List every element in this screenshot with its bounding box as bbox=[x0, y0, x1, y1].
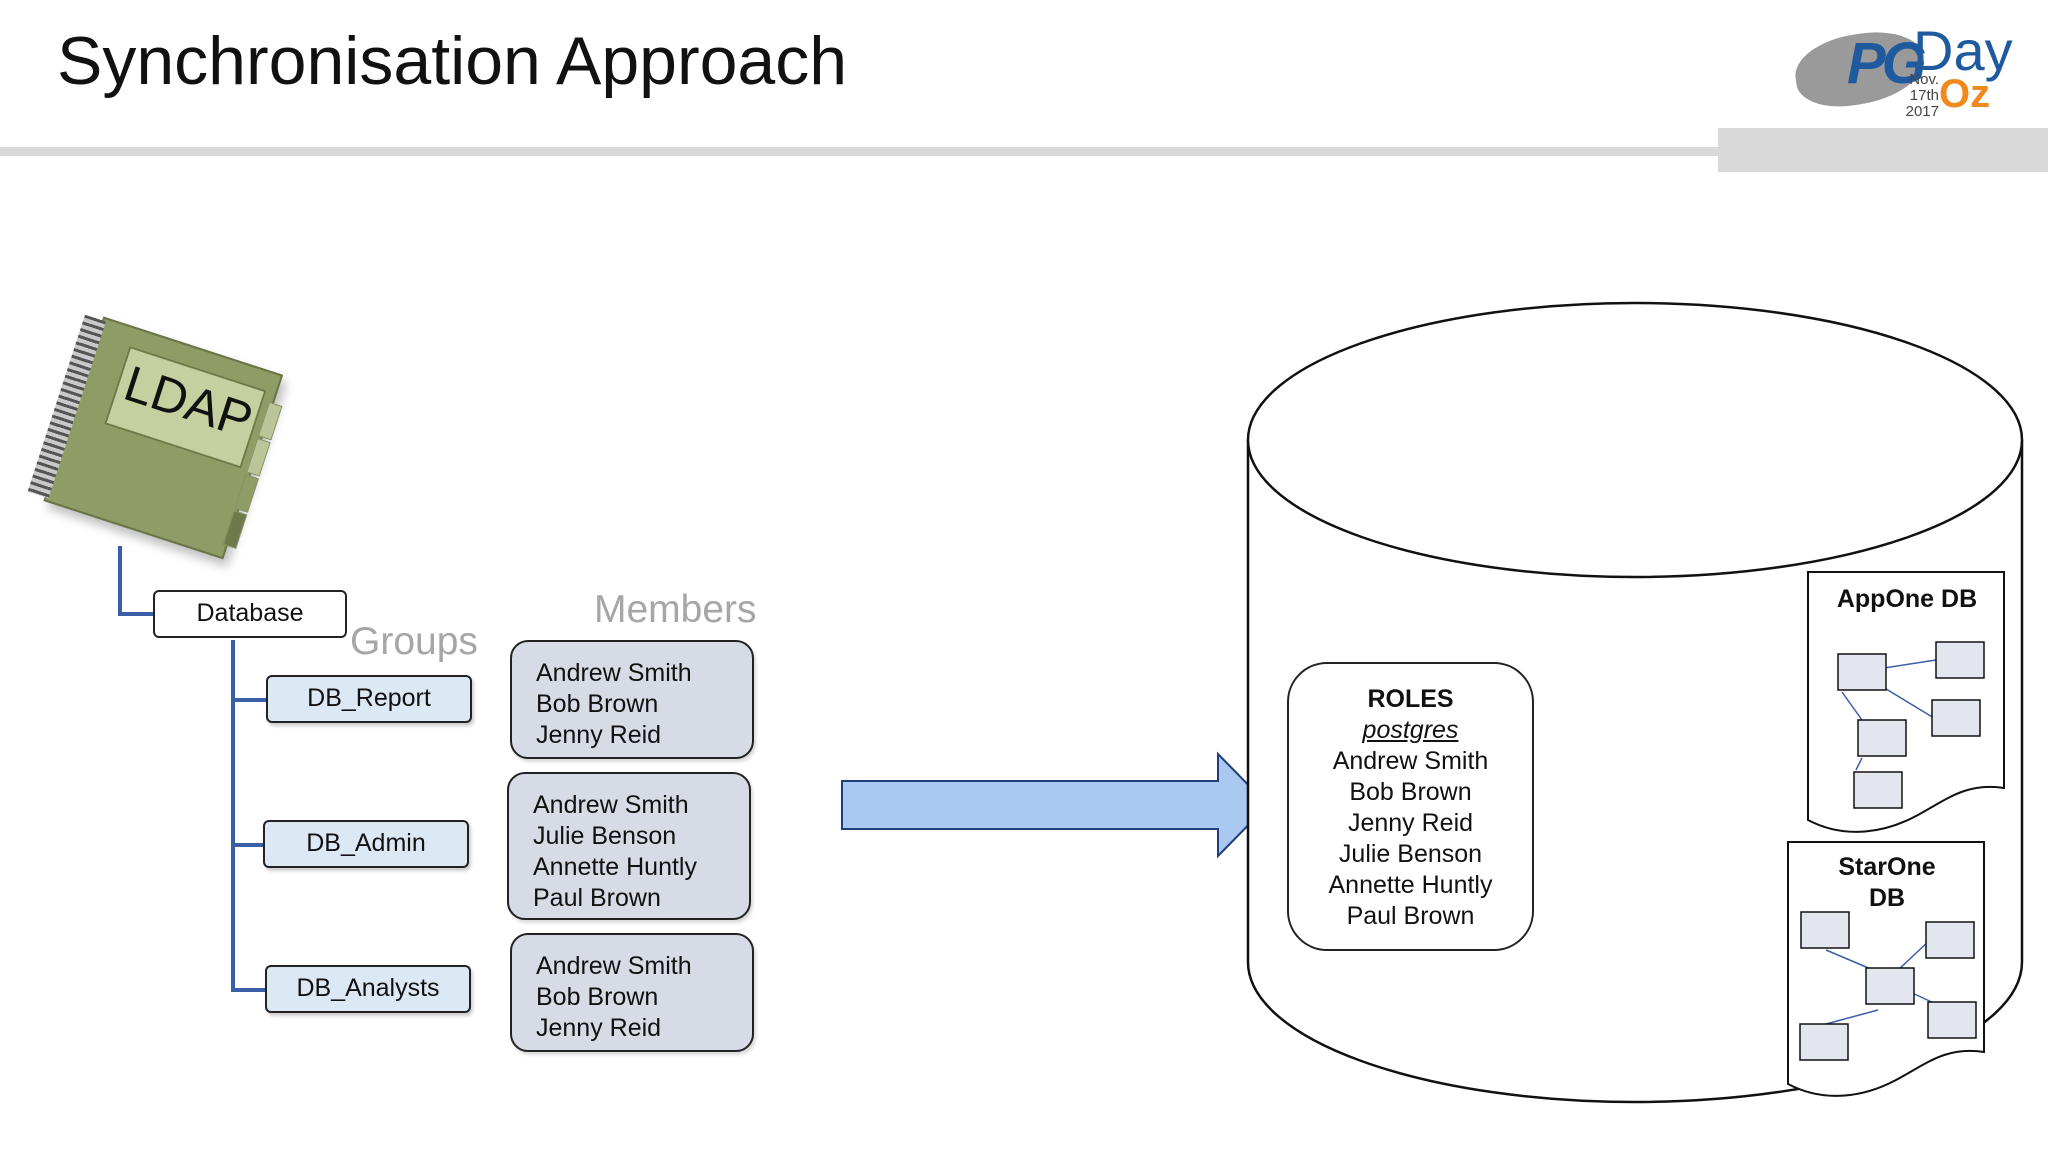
tree-root-database: Database bbox=[153, 590, 347, 638]
roles-title: ROLES bbox=[1367, 685, 1454, 713]
member-name: Jenny Reid bbox=[536, 721, 662, 749]
roles-box: ROLES postgres Andrew Smith Bob Brown Je… bbox=[1287, 662, 1534, 951]
member-name: Annette Huntly bbox=[533, 853, 697, 881]
groups-heading: Groups bbox=[350, 620, 478, 663]
slide-title: Synchronisation Approach bbox=[57, 23, 848, 99]
member-name: Paul Brown bbox=[533, 884, 661, 912]
tree-connector bbox=[231, 843, 265, 847]
members-box-db-admin: Andrew Smith Julie Benson Annette Huntly… bbox=[507, 772, 751, 920]
tree-connector bbox=[231, 988, 267, 992]
logo-pg-text: PG bbox=[1847, 31, 1927, 96]
member-name: Jenny Reid bbox=[536, 1014, 662, 1042]
starone-db-title-line1: StarOne bbox=[1838, 853, 1936, 881]
member-name: Andrew Smith bbox=[536, 659, 692, 687]
pgday-logo: PG Day Nov. 17th 2017 Oz bbox=[1790, 12, 2015, 122]
member-name: Bob Brown bbox=[536, 983, 659, 1011]
role-name: Annette Huntly bbox=[1328, 871, 1493, 899]
role-name: Jenny Reid bbox=[1347, 809, 1474, 837]
logo-oz-text: Oz bbox=[1939, 72, 1991, 116]
members-box-db-report: Andrew Smith Bob Brown Jenny Reid bbox=[510, 640, 754, 759]
title-divider-accent bbox=[1718, 128, 2048, 172]
tree-connector bbox=[118, 546, 122, 616]
role-name: Andrew Smith bbox=[1332, 747, 1489, 775]
member-name: Bob Brown bbox=[536, 690, 659, 718]
group-node-db-analysts: DB_Analysts bbox=[265, 965, 471, 1013]
member-name: Andrew Smith bbox=[536, 952, 692, 980]
logo-date: Nov. 17th 2017 bbox=[1877, 72, 1939, 120]
appone-db-title: AppOne DB bbox=[1836, 585, 1978, 613]
role-postgres: postgres bbox=[1362, 716, 1459, 744]
group-node-db-admin: DB_Admin bbox=[263, 820, 469, 868]
starone-db-title: StarOne DB bbox=[1786, 852, 1988, 914]
logo-date-line1: Nov. 17th bbox=[1909, 71, 1939, 104]
member-name: Julie Benson bbox=[533, 822, 677, 850]
ldap-book-icon: LDAP bbox=[15, 308, 305, 572]
role-name: Bob Brown bbox=[1349, 778, 1472, 806]
members-box-db-analysts: Andrew Smith Bob Brown Jenny Reid bbox=[510, 933, 754, 1052]
role-name: Paul Brown bbox=[1346, 902, 1475, 930]
logo-day-text: Day bbox=[1913, 19, 2013, 82]
tree-connector bbox=[118, 612, 154, 616]
tree-connector bbox=[231, 698, 267, 702]
role-name: Julie Benson bbox=[1338, 840, 1483, 868]
starone-db-document-icon bbox=[1787, 841, 1985, 1097]
member-name: Andrew Smith bbox=[533, 791, 689, 819]
starone-db-title-line2: DB bbox=[1868, 884, 1906, 912]
title-divider bbox=[0, 147, 1718, 156]
sync-arrow-icon bbox=[841, 751, 1270, 859]
members-heading: Members bbox=[594, 588, 757, 631]
logo-date-line2: 2017 bbox=[1905, 103, 1939, 120]
tree-connector bbox=[231, 640, 235, 992]
appone-db-document-icon bbox=[1807, 571, 2005, 833]
group-node-db-report: DB_Report bbox=[266, 675, 472, 723]
